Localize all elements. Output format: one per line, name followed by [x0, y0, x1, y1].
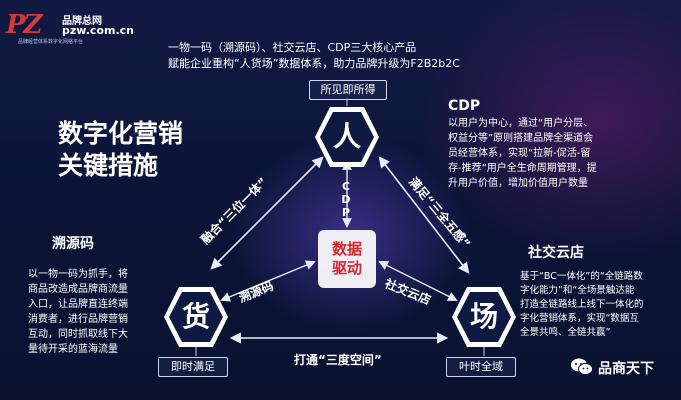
body-line: 全景共鸣、全链共赢”: [520, 327, 611, 338]
cdp-letter: P: [341, 206, 351, 219]
section-social-title: 社交云店: [528, 245, 584, 261]
intro-text: 一物一码（溯源码）、社交云店、CDP三大核心产品 赋能企业重构“人货场”数据体系…: [168, 40, 588, 72]
body-line: 权益分等”原则搭建品牌全渠道会: [448, 133, 594, 144]
wechat-icon: [571, 358, 593, 375]
node-ren-label: 人: [332, 120, 361, 153]
title-line-1: 数字化营销: [58, 119, 184, 148]
body-line: 打造全链路线上线下一体化的: [520, 299, 644, 310]
section-trace-title: 溯源码: [52, 236, 94, 252]
tag-chang: 叶时全域: [446, 357, 516, 377]
hexagon-shape: [315, 107, 379, 167]
watermark-text: 品商天下: [598, 361, 654, 377]
cdp-letter: D: [341, 193, 351, 206]
section-cdp: CDP 以用户为中心，通过“用户分层、 权益分等”原则搭建品牌全渠道会 员经营体…: [448, 98, 678, 191]
body-line: 入口，让品牌直连终端: [28, 299, 128, 310]
edge-left-arrow: [210, 156, 324, 270]
node-huo: 货: [162, 283, 230, 351]
tag-ren: 所见即所得: [309, 80, 387, 100]
node-ren: 人: [313, 103, 381, 171]
intro-line-2: 赋能企业重构“人货场”数据体系，助力品牌升级为F2B2b2C: [168, 57, 460, 70]
section-cdp-body: 以用户为中心，通过“用户分层、 权益分等”原则搭建品牌全渠道会 员经营体系，实现…: [448, 116, 678, 191]
section-trace-body: 以一物一码为抓手，将 商品改造成品牌商流量 入口，让品牌直连终端 消费者，进行品…: [28, 267, 168, 357]
body-line: 以用户为中心，通过“用户分层、: [448, 118, 594, 129]
logo-name: 品牌总网: [62, 16, 102, 27]
edge-right-arrow: [378, 156, 470, 274]
logo-url: pzw.com.cn: [62, 24, 134, 37]
body-line: 字化能力”和“全场景触达能: [520, 285, 635, 296]
body-line: 员经营体系，实现“拉新-促活-留: [448, 148, 591, 159]
core-data-driven: 数据 驱动: [318, 230, 376, 288]
logo-mark: PZ: [6, 10, 43, 40]
wechat-watermark: 品商天下: [570, 354, 676, 380]
spoke-left: [220, 260, 316, 302]
core-line-1: 数据: [331, 240, 362, 258]
section-cdp-title: CDP: [448, 98, 481, 114]
section-trace-code: 溯源码 以一物一码为抓手，将 商品改造成品牌商流量 入口，让品牌直连终端 消费者…: [28, 233, 168, 357]
body-line: 以一物一码为抓手，将: [28, 269, 128, 280]
intro-line-1: 一物一码（溯源码）、社交云店、CDP三大核心产品: [168, 41, 417, 54]
body-line: 基于“BC一体化”的“全链路数: [520, 271, 643, 282]
body-line: 字化营销体系，实现“数据互: [520, 313, 639, 324]
hexagon-shape: [164, 287, 228, 347]
edge-bottom-label: 打通“三度空间”: [294, 353, 382, 367]
cdp-vertical-label: C D P: [339, 180, 353, 219]
body-line: 互动，同时抓取线下大: [28, 329, 128, 340]
spoke-right: [378, 261, 458, 301]
node-chang: 场: [450, 283, 518, 351]
body-line: 存-推荐”用户全生命周期管理，提: [448, 163, 597, 174]
core-line-2: 驱动: [331, 259, 362, 277]
node-chang-label: 场: [469, 300, 498, 333]
brand-logo: PZ 品牌总网 pzw.com.cn 品牌经营体系数字化网络平台: [6, 4, 134, 48]
page-title: 数字化营销 关键措施: [58, 118, 258, 182]
title-line-2: 关键措施: [58, 151, 159, 180]
section-social-store: 社交云店 基于“BC一体化”的“全链路数 字化能力”和“全场景触达能 打造全链路…: [520, 242, 680, 340]
section-social-body: 基于“BC一体化”的“全链路数 字化能力”和“全场景触达能 打造全链路线上线下一…: [520, 270, 680, 340]
body-line: 消费者，进行品牌营销: [28, 314, 128, 325]
hexagon-shape: [452, 287, 516, 347]
body-line: 量待开采的蓝海流量: [28, 344, 118, 355]
logo-tagline: 品牌经营体系数字化网络平台: [18, 39, 84, 45]
node-huo-label: 货: [181, 300, 210, 333]
body-line: 商品改造成品牌商流量: [28, 284, 128, 295]
cdp-letter: C: [341, 180, 351, 193]
tag-huo: 即时满足: [158, 357, 228, 377]
body-line: 升用户价值，增加价值用户数量: [448, 178, 588, 189]
